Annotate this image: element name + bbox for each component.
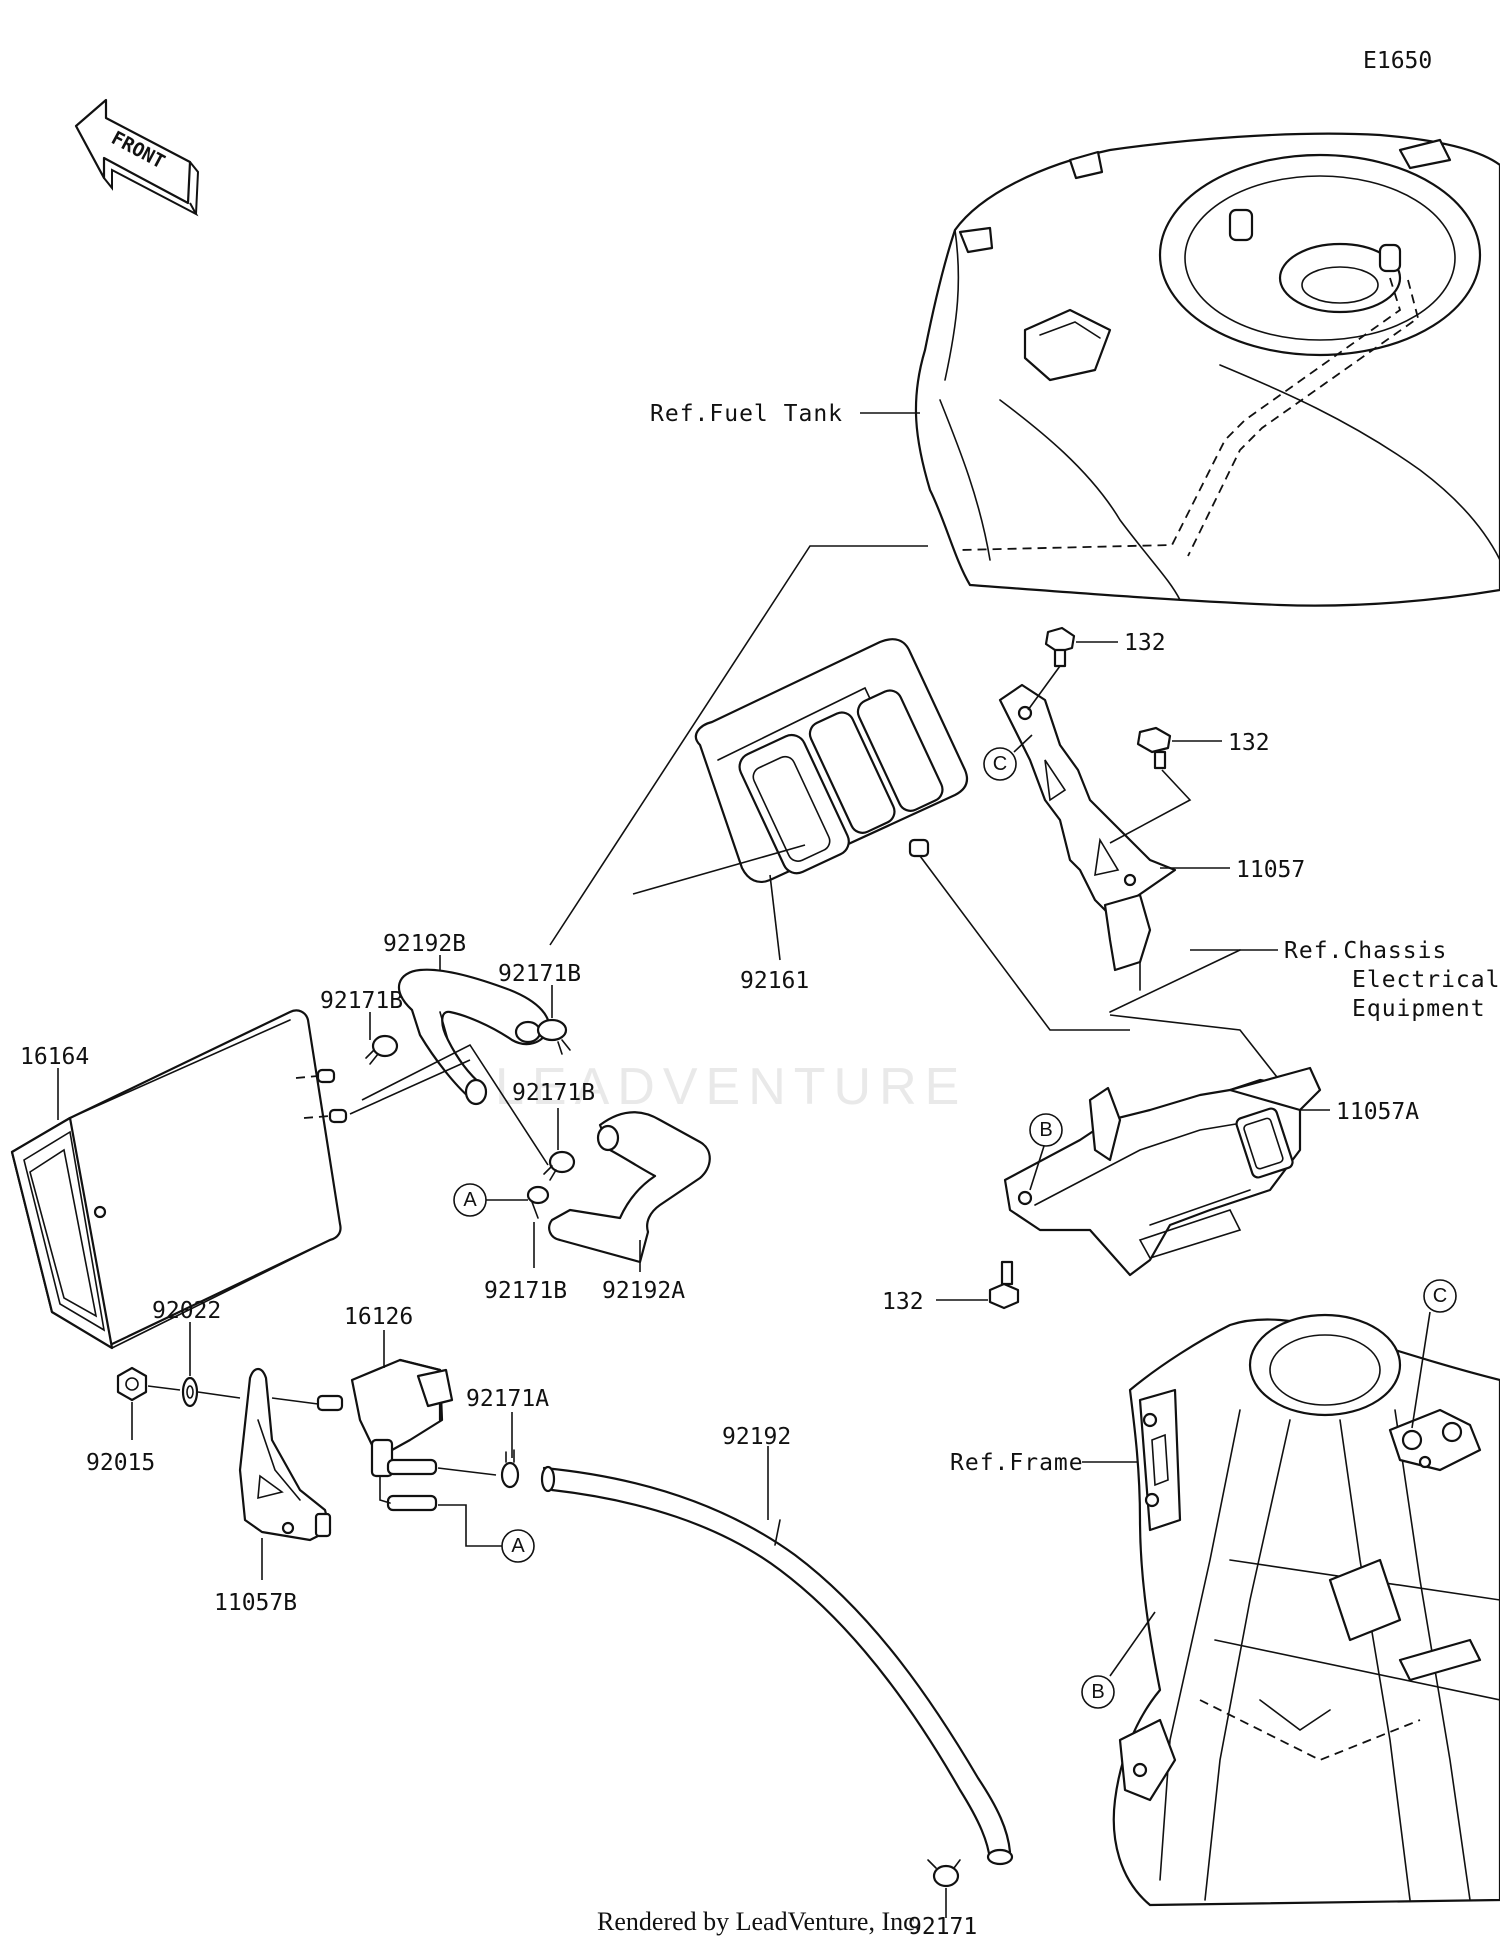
clamp-92171: [927, 1859, 961, 1888]
label-92171B-top: 92171B: [498, 961, 581, 987]
nut-92015: [116, 1366, 148, 1402]
label-92171: 92171: [908, 1914, 977, 1938]
chassis-electrical-reference: [1103, 893, 1241, 1013]
label-92171B-bottom: 92171B: [484, 1278, 567, 1304]
leader-canister-hose2: [361, 1043, 549, 1166]
washer-92022: [181, 1376, 199, 1408]
canister-16164: [10, 1009, 348, 1350]
footer-credit: Rendered by LeadVenture, Inc.: [597, 1907, 921, 1936]
label-92171B-mid: 92171B: [512, 1080, 595, 1106]
label-11057B: 11057B: [214, 1590, 297, 1616]
clamp-92171B-top: [536, 1018, 571, 1055]
fuel-tank-reference: [860, 132, 1500, 607]
svg-text:LEADVENTURE: LEADVENTURE: [495, 1058, 967, 1116]
callout-a-lower: A: [438, 1504, 535, 1563]
label-132-top: 132: [1124, 630, 1166, 656]
callout-c-frame: C: [1411, 1279, 1457, 1429]
label-92171A: 92171A: [466, 1386, 549, 1412]
frame-reference: [1112, 1313, 1500, 1907]
diagram-code: E1650: [1363, 48, 1432, 74]
clamp-92171B-mid: [543, 1150, 576, 1181]
label-11057A: 11057A: [1336, 1099, 1419, 1125]
label-92192: 92192: [722, 1424, 791, 1450]
label-132-bottom: 132: [882, 1289, 924, 1315]
hose-92192A: [548, 1111, 711, 1264]
callout-b-bracket: B: [1029, 1113, 1063, 1191]
bracket-11057B: [238, 1367, 332, 1542]
label-11057: 11057: [1236, 857, 1305, 883]
ref-chassis-line3: Equipment: [1352, 996, 1486, 1022]
svg-text:B: B: [1091, 1681, 1104, 1703]
valve-16126: [316, 1358, 454, 1512]
ref-fuel-tank-label: Ref.Fuel Tank: [650, 401, 843, 427]
svg-text:A: A: [511, 1535, 525, 1557]
label-16126: 16126: [344, 1304, 413, 1330]
clamp-92171B-left: [365, 1034, 399, 1065]
cover-plate-92161: [694, 638, 969, 884]
label-92161: 92161: [740, 968, 809, 994]
svg-text:C: C: [993, 753, 1007, 775]
label-16164: 16164: [20, 1044, 89, 1070]
label-92192B: 92192B: [383, 931, 466, 957]
hose-route-line: [549, 545, 928, 946]
leader-canister-hose: [349, 1059, 471, 1115]
clamp-92171B-bottom: [526, 1185, 550, 1219]
bracket-11057: [998, 683, 1177, 917]
label-132-mid: 132: [1228, 730, 1270, 756]
callout-c-bracket: C: [983, 734, 1033, 781]
bracket-11057A: [1003, 1066, 1322, 1277]
svg-text:A: A: [463, 1189, 477, 1211]
ref-frame-label: Ref.Frame: [950, 1450, 1084, 1476]
ref-chassis-line1: Ref.Chassis: [1284, 938, 1447, 964]
clamp-92171A: [500, 1449, 520, 1489]
label-92022: 92022: [152, 1298, 221, 1324]
front-arrow-icon: FRONT: [74, 98, 200, 217]
mount-line: [919, 855, 1130, 1031]
svg-text:C: C: [1433, 1285, 1447, 1307]
hose-92192B: [397, 968, 550, 1106]
bolt-132-mid: [1136, 726, 1172, 770]
bolt-132-top: [1044, 626, 1076, 668]
callout-b-frame: B: [1081, 1611, 1156, 1709]
label-92015: 92015: [86, 1450, 155, 1476]
leadventure-watermark: LEADVENTURE: [495, 1058, 967, 1116]
leader-92161: [769, 874, 781, 961]
svg-text:B: B: [1039, 1119, 1052, 1141]
ref-chassis-line2: Electrical: [1352, 967, 1500, 993]
label-92171B-left: 92171B: [320, 988, 403, 1014]
leader-92161-inner: [632, 844, 806, 895]
callout-a-upper: A: [453, 1183, 528, 1217]
hose-92192: [540, 1465, 1014, 1866]
bolt-132-bottom: [988, 1260, 1020, 1310]
label-92192A: 92192A: [602, 1278, 685, 1304]
